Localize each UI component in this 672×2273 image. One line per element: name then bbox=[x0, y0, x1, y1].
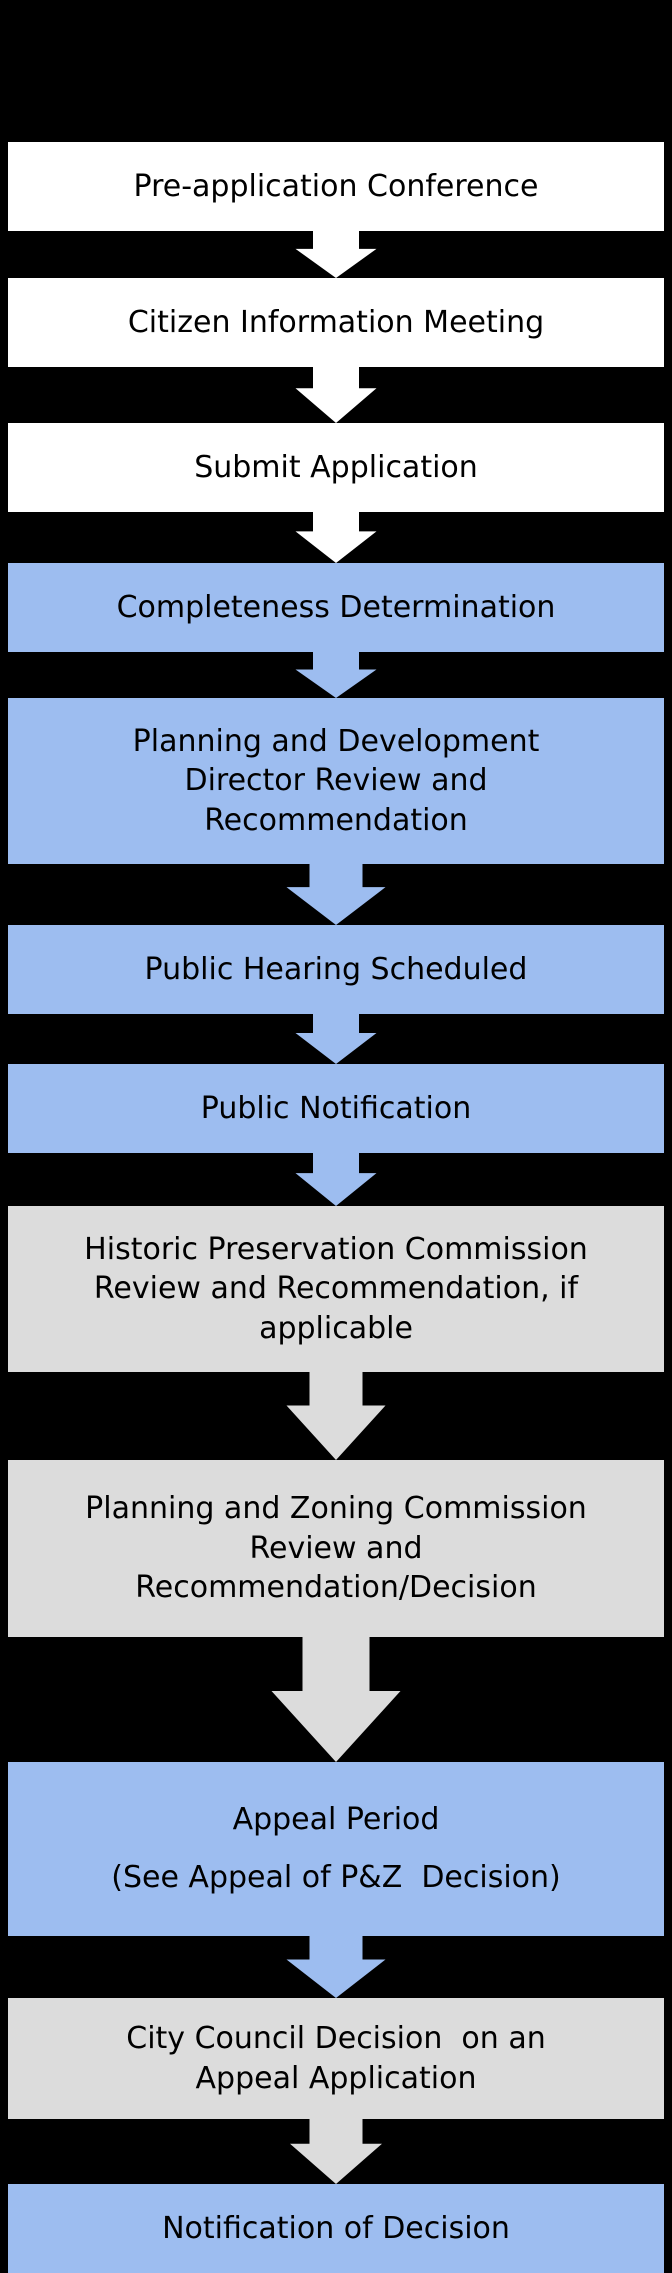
connector-4 bbox=[295, 652, 377, 698]
step-label-line: Historic Preservation Commission bbox=[84, 1231, 588, 1267]
step-label-line: Director Review and bbox=[184, 763, 488, 799]
step-label-line: Planning and Zoning Commission bbox=[85, 1491, 587, 1527]
connector-3 bbox=[295, 512, 377, 563]
step-label: Pre-application Conference bbox=[18, 167, 654, 207]
step-label-line: Planning and Development bbox=[132, 723, 540, 759]
step-submit-application: Submit Application bbox=[8, 423, 664, 512]
step-label-line: Public Notification bbox=[200, 1090, 472, 1126]
step-label-line: (See Appeal of P&Z Decision) bbox=[111, 1860, 561, 1896]
connector-7 bbox=[295, 1153, 377, 1206]
step-label-line bbox=[18, 1840, 654, 1858]
step-label-line: Citizen Information Meeting bbox=[127, 304, 545, 340]
connector-1 bbox=[295, 231, 377, 278]
step-label: Notification of Decision bbox=[18, 2209, 654, 2249]
step-label-line: Recommendation/Decision bbox=[135, 1570, 537, 1606]
connector-10 bbox=[286, 1936, 386, 1998]
step-label-line: Recommendation bbox=[204, 802, 468, 838]
step-label-line: Review and Recommendation, if bbox=[93, 1271, 579, 1307]
step-pre-application-conference: Pre-application Conference bbox=[8, 142, 664, 231]
step-city-council-decision: City Council Decision on an Appeal Applic… bbox=[8, 1998, 664, 2119]
connector-8 bbox=[286, 1372, 386, 1460]
step-label: Submit Application bbox=[18, 448, 654, 488]
step-label-line: Submit Application bbox=[194, 449, 478, 485]
step-label-line: Appeal Period bbox=[232, 1802, 440, 1838]
step-label-line: Review and bbox=[249, 1530, 423, 1566]
step-label-line: Completeness Determination bbox=[116, 589, 556, 625]
step-label: Public Hearing Scheduled bbox=[18, 950, 654, 990]
step-label: Citizen Information Meeting bbox=[18, 303, 654, 343]
connector-5 bbox=[286, 864, 386, 925]
step-label-line: Pre-application Conference bbox=[133, 168, 539, 204]
connector-6 bbox=[295, 1014, 377, 1064]
step-citizen-information-meeting: Citizen Information Meeting bbox=[8, 278, 664, 367]
step-appeal-period: Appeal Period (See Appeal of P&Z Decisio… bbox=[8, 1762, 664, 1936]
step-label: Completeness Determination bbox=[18, 588, 654, 628]
step-label: Appeal Period (See Appeal of P&Z Decisio… bbox=[18, 1800, 654, 1898]
step-label: City Council Decision on an Appeal Applic… bbox=[18, 2019, 654, 2098]
connector-2 bbox=[295, 367, 377, 423]
step-label-line: Public Hearing Scheduled bbox=[144, 951, 528, 987]
step-label-line: Appeal Application bbox=[195, 2060, 477, 2096]
step-notification-of-decision: Notification of Decision bbox=[8, 2184, 664, 2273]
connector-9 bbox=[271, 1637, 401, 1762]
step-public-notification: Public Notification bbox=[8, 1064, 664, 1153]
connector-11 bbox=[290, 2119, 382, 2184]
step-completeness-determination: Completeness Determination bbox=[8, 563, 664, 652]
step-label-line: City Council Decision on an bbox=[126, 2020, 546, 2056]
step-public-hearing-scheduled: Public Hearing Scheduled bbox=[8, 925, 664, 1014]
step-label-line: applicable bbox=[259, 1310, 413, 1346]
step-label-line: Notification of Decision bbox=[162, 2210, 510, 2246]
step-label: Public Notification bbox=[18, 1089, 654, 1129]
